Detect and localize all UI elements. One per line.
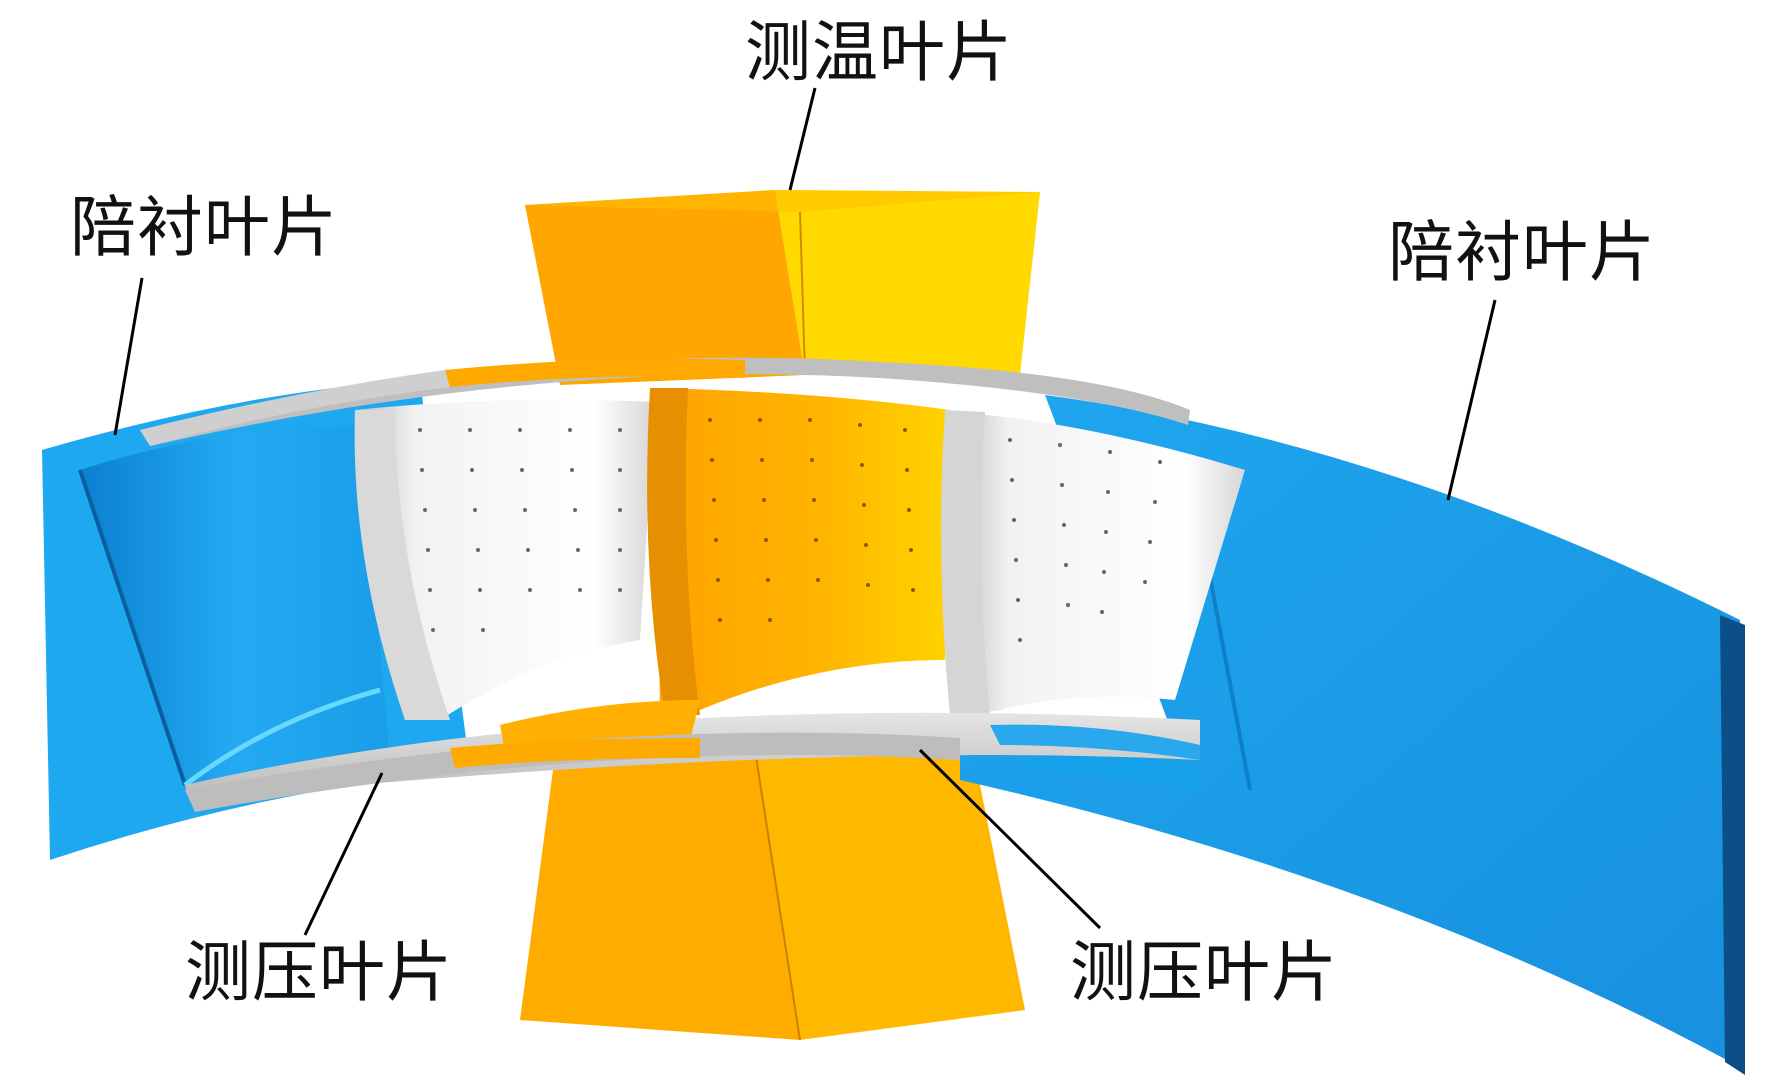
label-temp-blade: 测温叶片 bbox=[745, 14, 1013, 91]
top-endwall bbox=[140, 357, 1190, 446]
temp-blade-lower-block bbox=[520, 749, 1025, 1041]
bottom-endwall bbox=[185, 732, 960, 812]
label-pressure-blade-left: 测压叶片 bbox=[185, 934, 453, 1011]
label-pressure-blade-right: 测压叶片 bbox=[1070, 934, 1338, 1011]
temp-blade-upper-block bbox=[525, 190, 1040, 385]
leader-top-left bbox=[113, 277, 144, 436]
leader-lines bbox=[113, 87, 1497, 936]
leader-top-center bbox=[788, 87, 817, 191]
leader-bottom-left bbox=[303, 772, 384, 936]
leader-bottom-right bbox=[918, 748, 1102, 930]
temp-blade-airfoil bbox=[647, 388, 950, 715]
label-companion-blade-right: 陪衬叶片 bbox=[1388, 214, 1656, 291]
pressure-blade-left bbox=[354, 399, 655, 720]
leader-top-right bbox=[1446, 299, 1497, 501]
pressure-blade-right bbox=[941, 410, 1245, 715]
label-companion-blade-left: 陪衬叶片 bbox=[70, 189, 338, 266]
